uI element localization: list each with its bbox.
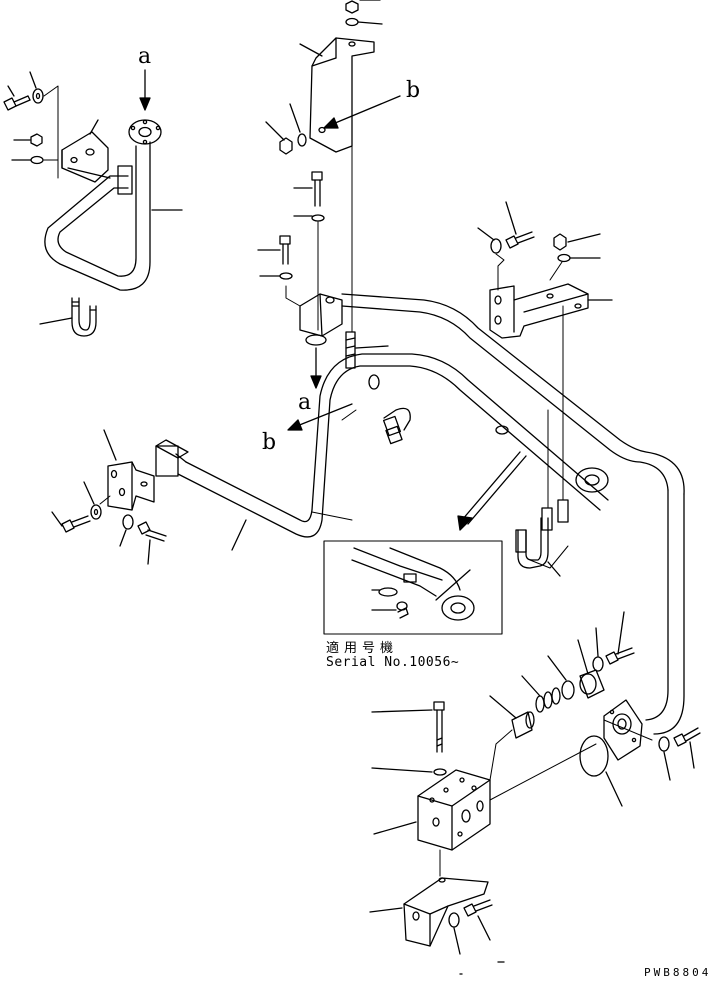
washer-icon <box>345 17 359 27</box>
valve-block <box>371 701 597 877</box>
upper-right-bracket-assembly <box>477 201 613 339</box>
mounting-bracket <box>61 131 111 183</box>
bolt-icon <box>311 171 323 207</box>
serial-detail-box <box>323 540 503 635</box>
washer-icon <box>557 253 571 263</box>
bolt-icon <box>61 515 91 533</box>
washer-icon <box>448 912 460 928</box>
washer-icon <box>592 656 604 672</box>
nut-icon <box>553 233 567 251</box>
pipe-clamp <box>285 285 343 337</box>
washer-icon <box>311 214 325 222</box>
middle-left-bracket-assembly <box>51 429 247 565</box>
washer-icon <box>433 768 447 776</box>
mounting-bracket <box>489 283 589 339</box>
bolt-icon <box>137 521 167 542</box>
serial-note-title: 適用号機 <box>326 641 399 656</box>
o-ring-icon <box>579 735 609 777</box>
u-bolt-icon <box>71 297 97 337</box>
spring-icon <box>535 687 561 713</box>
washer-icon <box>32 88 44 104</box>
washer-icon <box>122 514 134 530</box>
washer-icon <box>30 155 44 165</box>
center-clamp-assembly <box>257 145 389 389</box>
mounting-bracket <box>309 37 375 153</box>
bottom-bracket-assembly <box>369 877 505 975</box>
mounting-bracket <box>403 877 489 947</box>
bolt-icon <box>673 727 701 747</box>
threaded-stud-icon <box>345 331 356 369</box>
bolt-icon <box>433 701 445 753</box>
nut-icon <box>345 0 359 14</box>
washer-icon <box>297 133 307 147</box>
o-ring-icon <box>305 334 327 346</box>
nut-icon <box>30 133 43 147</box>
check-valve-icon <box>511 711 535 739</box>
bolt-icon <box>463 899 493 917</box>
bolt-icon <box>279 235 291 265</box>
bolt-icon <box>605 647 635 665</box>
pipe-loop <box>44 119 162 291</box>
drawing-code: PWB8804 <box>644 966 712 979</box>
manifold-block <box>417 769 491 851</box>
o-ring-icon <box>561 680 575 700</box>
washer-icon <box>658 736 670 752</box>
square-flange <box>603 699 643 761</box>
upper-left-bracket-assembly <box>3 69 183 337</box>
elbow-fitting <box>287 403 411 445</box>
right-flange-assembly <box>489 611 701 807</box>
serial-note-number: Serial No.10056~ <box>326 655 460 670</box>
bolt-icon <box>505 231 535 249</box>
u-bolt-pair <box>515 305 569 577</box>
washer-icon <box>490 238 502 254</box>
view-label-a-mid: a <box>298 390 312 415</box>
bolt-icon <box>3 95 31 111</box>
view-label-b-right: b <box>406 78 421 103</box>
washer-icon <box>90 504 102 520</box>
mounting-bracket <box>107 461 155 511</box>
flange-fitting <box>579 669 605 699</box>
view-label-a-top: a <box>138 44 152 69</box>
detail-pointer-arrow <box>457 451 527 531</box>
washer-icon <box>279 272 293 280</box>
upper-center-bracket-assembly <box>265 0 401 155</box>
main-pipe <box>155 293 685 735</box>
nut-icon <box>279 137 293 155</box>
view-label-b-mid: b <box>262 430 277 455</box>
